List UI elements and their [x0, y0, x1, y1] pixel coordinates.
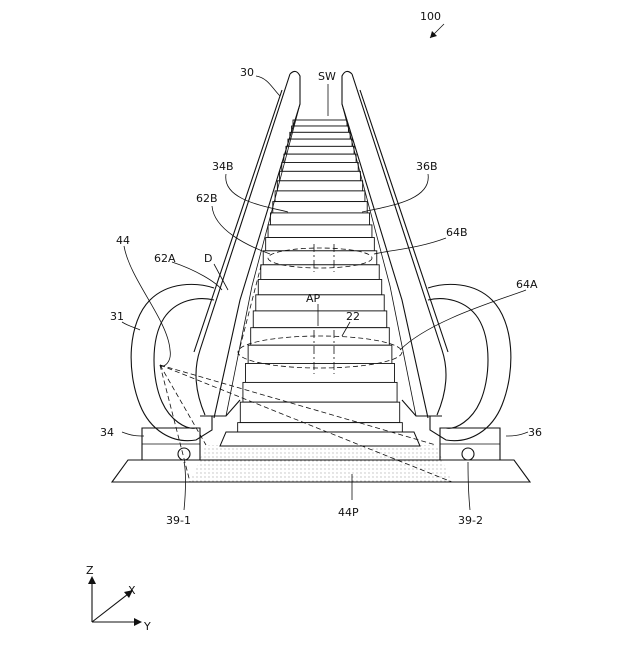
step: [270, 213, 369, 225]
step: [273, 202, 367, 213]
step: [282, 162, 358, 171]
label-44p: 44P: [338, 506, 359, 519]
axis-label-x: X: [128, 584, 136, 597]
label-34: 34: [100, 426, 114, 439]
base-34: [142, 428, 200, 460]
step: [243, 382, 397, 402]
label-30: 30: [240, 66, 254, 79]
label-100: 100: [420, 10, 441, 23]
step: [284, 154, 356, 162]
label-d: D: [204, 252, 212, 265]
step: [263, 251, 377, 265]
axis-label-z: Z: [86, 564, 94, 577]
projection-area-44p: [190, 445, 452, 482]
label-62a: 62A: [154, 252, 176, 265]
label-sw: SW: [318, 70, 336, 83]
step: [290, 132, 350, 139]
step: [253, 311, 387, 328]
step: [261, 265, 379, 280]
label-31: 31: [110, 310, 124, 323]
label-39-2: 39-2: [458, 514, 483, 527]
label-ap: AP: [306, 292, 321, 305]
label-64b: 64B: [446, 226, 468, 239]
label-36: 36: [528, 426, 542, 439]
label-39-1: 39-1: [166, 514, 191, 527]
label-36b: 36B: [416, 160, 438, 173]
comb-plate: [220, 432, 420, 446]
step: [266, 238, 375, 251]
label-62b: 62B: [196, 192, 218, 205]
step: [293, 120, 347, 126]
step: [275, 191, 365, 202]
step: [286, 146, 354, 154]
step: [277, 181, 362, 191]
step: [292, 126, 349, 132]
step: [240, 402, 399, 422]
step: [248, 345, 392, 363]
step: [280, 171, 361, 180]
label-44: 44: [116, 234, 130, 247]
step: [268, 225, 372, 238]
label-34b: 34B: [212, 160, 234, 173]
sensor-39-2: [462, 448, 474, 460]
step: [288, 139, 352, 146]
axis-label-y: Y: [143, 620, 151, 633]
step: [251, 328, 390, 346]
steps: [220, 120, 420, 446]
label-22: 22: [346, 310, 360, 323]
label-64a: 64A: [516, 278, 538, 291]
step: [246, 363, 395, 382]
